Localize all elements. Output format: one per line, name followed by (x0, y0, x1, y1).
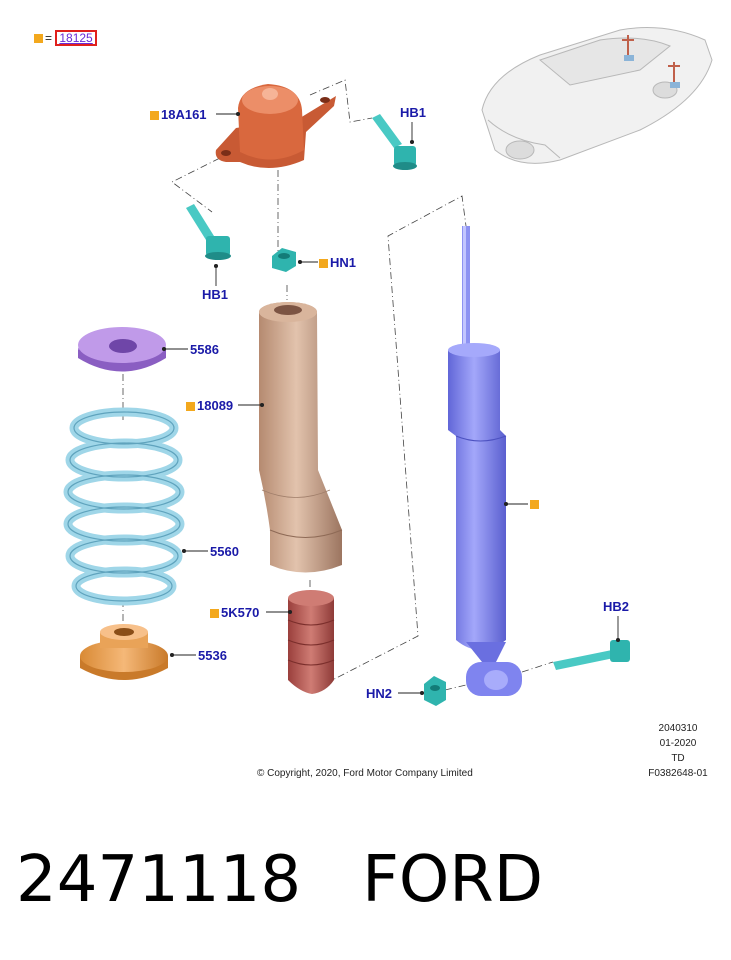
upper-bolt-left-part (186, 204, 231, 260)
legend: = 18125 (34, 30, 97, 46)
legend-code-link[interactable]: 18125 (55, 30, 97, 46)
callout-top-nut[interactable]: HN1 (319, 255, 356, 270)
callout-bolt-right[interactable]: HB1 (400, 105, 427, 120)
callout-leaders (161, 111, 621, 696)
drawing-code-3: TD (671, 753, 685, 764)
legend-equals: = (45, 31, 53, 45)
bump-stop-part (287, 590, 335, 694)
upper-spring-seat-part (78, 327, 166, 372)
marker-icon (186, 402, 195, 411)
lower-nut-part (424, 676, 446, 706)
exploded-parts-diagram (63, 27, 713, 706)
shock-absorber-part (448, 226, 522, 696)
dust-boot-part (259, 302, 343, 573)
part-number-caption: 2471118 FORD (16, 840, 543, 920)
callout-dust-boot[interactable]: 18089 (186, 398, 233, 413)
callout-lower-bolt[interactable]: HB2 (603, 599, 630, 614)
drawing-code-2: 01-2020 (659, 738, 697, 749)
marker-icon (319, 259, 328, 268)
marker-icon (210, 609, 219, 618)
vehicle-locator-thumbnail (481, 27, 713, 164)
marker-icon (150, 111, 159, 120)
callout-upper-mount[interactable]: 18A161 (150, 107, 207, 122)
top-nut-part (272, 248, 296, 272)
callout-upper-seat[interactable]: 5586 (190, 342, 219, 357)
drawing-code-1: 2040310 (658, 723, 698, 734)
copyright-text: © Copyright, 2020, Ford Motor Company Li… (257, 768, 473, 779)
coil-spring-shading (67, 411, 181, 602)
callout-lower-seat[interactable]: 5536 (198, 648, 227, 663)
lower-bolt-part (553, 640, 630, 670)
upper-mount-part (215, 84, 336, 169)
callout-shock-marker-icon[interactable] (530, 500, 539, 509)
callout-lower-nut[interactable]: HN2 (366, 686, 393, 701)
callout-bolt-left[interactable]: HB1 (202, 287, 229, 302)
callout-coil-spring[interactable]: 5560 (210, 544, 239, 559)
drawing-codes: 2040310 01-2020 TD F0382648-01 (640, 723, 716, 780)
callout-bump-stop[interactable]: 5K570 (210, 605, 259, 620)
upper-bolt-right-part (372, 114, 417, 170)
drawing-code-4: F0382648-01 (648, 768, 708, 779)
lower-spring-seat-part (80, 624, 168, 680)
brand-name: FORD (362, 843, 543, 917)
part-number: 2471118 (16, 843, 302, 917)
legend-marker-icon (34, 34, 43, 43)
